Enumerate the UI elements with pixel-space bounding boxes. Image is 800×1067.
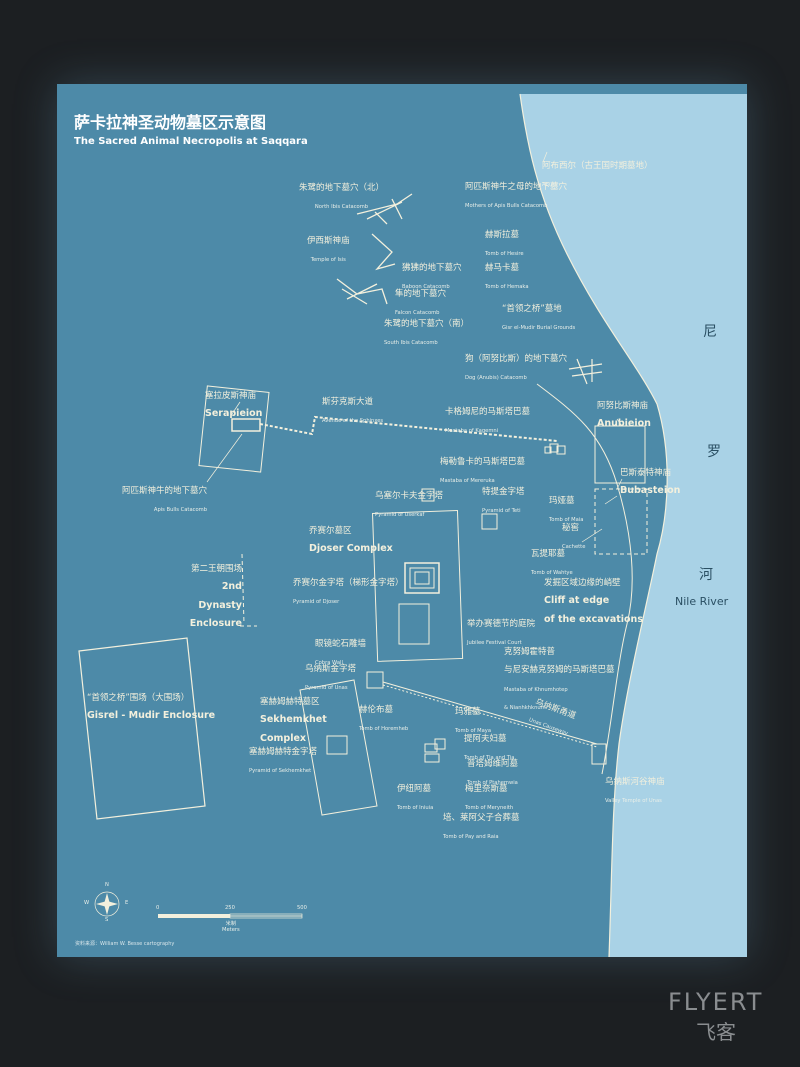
jubilee-court bbox=[398, 603, 430, 645]
userkaf-pyramid bbox=[421, 488, 435, 502]
scale-tick-0: 0 bbox=[156, 905, 160, 911]
river-label-zh-2: 罗 bbox=[707, 444, 721, 460]
serapieion-enclosure bbox=[198, 385, 270, 473]
baboon-catacomb bbox=[371, 233, 396, 271]
sekhemkhet-pyramid bbox=[326, 735, 348, 755]
watermark-cn: 飞客 bbox=[696, 1020, 736, 1044]
djoser-pyramid bbox=[404, 562, 440, 594]
label-gisrel: “首领之桥”围场（大围场）Gisrel - Mudir Enclosure bbox=[87, 693, 216, 722]
scale-tick-500: 500 bbox=[297, 905, 307, 911]
bubasteion-enclosure bbox=[594, 488, 648, 555]
label-abusir: 阿布西尔（古王国时期墓地）Abusir bbox=[542, 161, 653, 189]
north-ibis-catacomb bbox=[356, 193, 413, 225]
kagemni-mastaba bbox=[549, 443, 559, 453]
mereruka-mastaba-b bbox=[556, 445, 566, 455]
avenue-of-sphinxes bbox=[259, 415, 558, 442]
unas-valley-temple bbox=[591, 743, 607, 765]
mereruka-mastaba bbox=[544, 446, 552, 454]
dog-catacomb bbox=[568, 358, 603, 385]
watermark: FLYERT 飞客 bbox=[668, 988, 763, 1045]
nile-river bbox=[520, 94, 747, 957]
scale-tick-250: 250 bbox=[225, 905, 235, 911]
map-board: 萨卡拉神圣动物墓区示意图 The Sacred Animal Necropoli… bbox=[57, 84, 747, 957]
falcon-catacomb bbox=[336, 278, 388, 305]
source-credit: 资料来源：William W. Besse cartography bbox=[75, 941, 175, 947]
label-south-ibis: 朱鹭的地下墓穴（南）South Ibis Catacomb bbox=[384, 319, 470, 347]
river-label-zh-3: 河 bbox=[699, 567, 713, 583]
cliff-edge bbox=[536, 383, 633, 775]
map-title-zh: 萨卡拉神圣动物墓区示意图 bbox=[74, 113, 267, 132]
compass-s: S bbox=[105, 917, 109, 923]
compass-w: W bbox=[84, 900, 90, 906]
label-north-ibis: 朱鹭的地下墓穴（北）North Ibis Catacomb bbox=[299, 183, 385, 211]
compass-n: N bbox=[105, 882, 109, 888]
label-djoser-pyramid: 乔赛尔金字塔（梯形金字塔）Pyramid of Djoser bbox=[293, 578, 404, 606]
djoser-enclosure bbox=[371, 510, 464, 662]
map-title-en: The Sacred Animal Necropolis at Saqqara bbox=[74, 136, 308, 147]
second-dynasty-enclosure bbox=[241, 553, 245, 625]
teti-pyramid bbox=[481, 513, 498, 530]
watermark-latin: FLYERT bbox=[668, 988, 764, 1016]
scale-bar bbox=[158, 913, 303, 919]
river-label-en: Nile River bbox=[675, 595, 729, 608]
site-plan bbox=[78, 93, 747, 957]
unas-causeway bbox=[382, 681, 598, 745]
compass-rose bbox=[94, 891, 120, 917]
unas-pyramid bbox=[366, 671, 384, 689]
river-label-zh-1: 尼 bbox=[703, 324, 717, 340]
serapieion-temple bbox=[231, 418, 261, 432]
sekhemkhet-enclosure bbox=[299, 679, 378, 816]
river-bank-line bbox=[519, 93, 668, 957]
gisrel-enclosure bbox=[78, 637, 206, 820]
compass-e: E bbox=[125, 900, 129, 906]
